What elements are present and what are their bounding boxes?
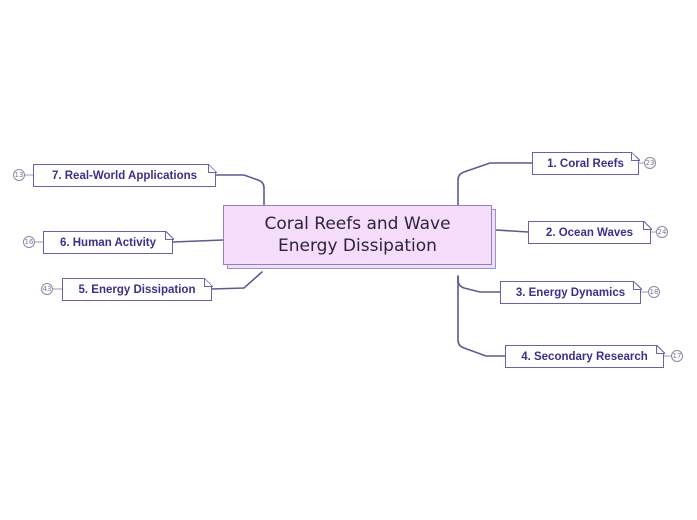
connector-energy-dissipation — [211, 271, 263, 290]
note-fold-icon — [207, 163, 217, 173]
central-topic[interactable]: Coral Reefs and Wave Energy Dissipation — [223, 205, 496, 269]
note-fold-icon — [630, 151, 640, 161]
connector-energy-dynamics — [457, 275, 501, 293]
count-badge[interactable]: 17 — [671, 350, 683, 362]
count-badge[interactable]: 23 — [644, 157, 656, 169]
topic-label: 7. Real-World Applications — [51, 169, 198, 182]
central-topic-box[interactable]: Coral Reefs and Wave Energy Dissipation — [223, 205, 492, 265]
note-fold-icon — [164, 230, 174, 240]
central-topic-line2: Energy Dissipation — [278, 236, 437, 256]
note-fold-icon — [642, 220, 652, 230]
count-badge[interactable]: 18 — [648, 286, 660, 298]
count-badge[interactable]: 13 — [13, 169, 25, 181]
connector-ocean-waves — [495, 229, 529, 233]
connector-secondary-research — [457, 275, 506, 357]
topic-energy-dynamics[interactable]: 3. Energy Dynamics — [500, 280, 642, 304]
connector-coral-reefs — [457, 162, 533, 209]
topic-human-activity[interactable]: 6. Human Activity — [43, 230, 174, 254]
topic-energy-dissipation[interactable]: 5. Energy Dissipation — [62, 277, 213, 301]
topic-real-world-applications[interactable]: 7. Real-World Applications — [33, 163, 217, 187]
topic-label: 3. Energy Dynamics — [515, 286, 626, 299]
topic-label: 6. Human Activity — [59, 236, 157, 249]
topic-ocean-waves[interactable]: 2. Ocean Waves — [528, 220, 652, 244]
central-topic-line1: Coral Reefs and Wave — [264, 214, 451, 234]
connector-human-activity — [172, 239, 224, 243]
topic-label: 2. Ocean Waves — [545, 226, 634, 239]
count-badge[interactable]: 43 — [41, 283, 53, 295]
topic-label: 1. Coral Reefs — [547, 157, 624, 170]
count-badge[interactable]: 24 — [656, 226, 668, 238]
topic-coral-reefs[interactable]: 1. Coral Reefs — [532, 151, 640, 175]
note-fold-icon — [203, 277, 213, 287]
connector-real-world-applications — [215, 174, 265, 206]
topic-secondary-research[interactable]: 4. Secondary Research — [505, 344, 665, 368]
note-fold-icon — [632, 280, 642, 290]
topic-label: 4. Secondary Research — [521, 350, 648, 363]
topic-label: 5. Energy Dissipation — [78, 283, 196, 296]
note-fold-icon — [655, 344, 665, 354]
count-badge[interactable]: 16 — [23, 236, 35, 248]
